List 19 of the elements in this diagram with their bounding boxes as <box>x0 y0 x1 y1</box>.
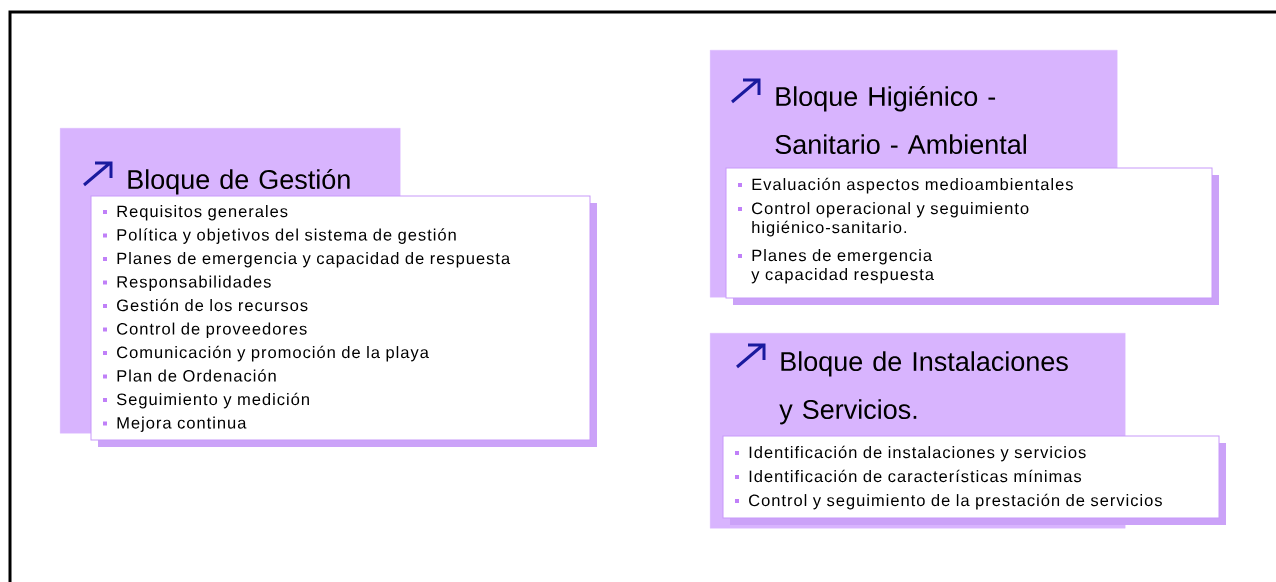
bullet-item: Requisitos generales <box>103 205 288 221</box>
bullet-item: Evaluación aspectos medioambientales <box>738 177 1073 194</box>
bullet-item: Gestión de los recursos <box>103 298 308 312</box>
bullet-item: Planes de emergencia y capacidad de respuesta <box>103 252 511 268</box>
bullet-item: Control operacional y seguimiento higiénico-sanitario. <box>738 202 1029 237</box>
block-heading: Bloque de Gestión <box>128 168 350 195</box>
bullet-item: Responsabilidades <box>103 275 271 291</box>
bullet-item: Política y objetivos del sistema de gestión <box>103 228 456 244</box>
bullet-item: Mejora continua <box>103 416 247 432</box>
bullet-item: Comunicación y promoción de la playa <box>103 345 429 362</box>
bullet-item: Seguimiento y medición <box>103 392 309 409</box>
block-heading: Bloque de Instalaciones y Servicios. <box>779 351 1068 425</box>
bullet-item: Control y seguimiento de la prestación de servicios <box>735 493 1162 510</box>
bullet-item: Plan de Ordenación <box>103 369 276 382</box>
bullet-item: Control de proveedores <box>103 322 307 338</box>
bullet-item: Identificación de instalaciones y servicios <box>735 445 1086 462</box>
block-heading: Bloque Higiénico - Sanitario - Ambiental <box>775 85 1026 155</box>
bullet-item: Planes de emergencia y capacidad respuesta <box>738 249 934 284</box>
bullet-item: Identificación de características mínimas <box>735 469 1082 483</box>
